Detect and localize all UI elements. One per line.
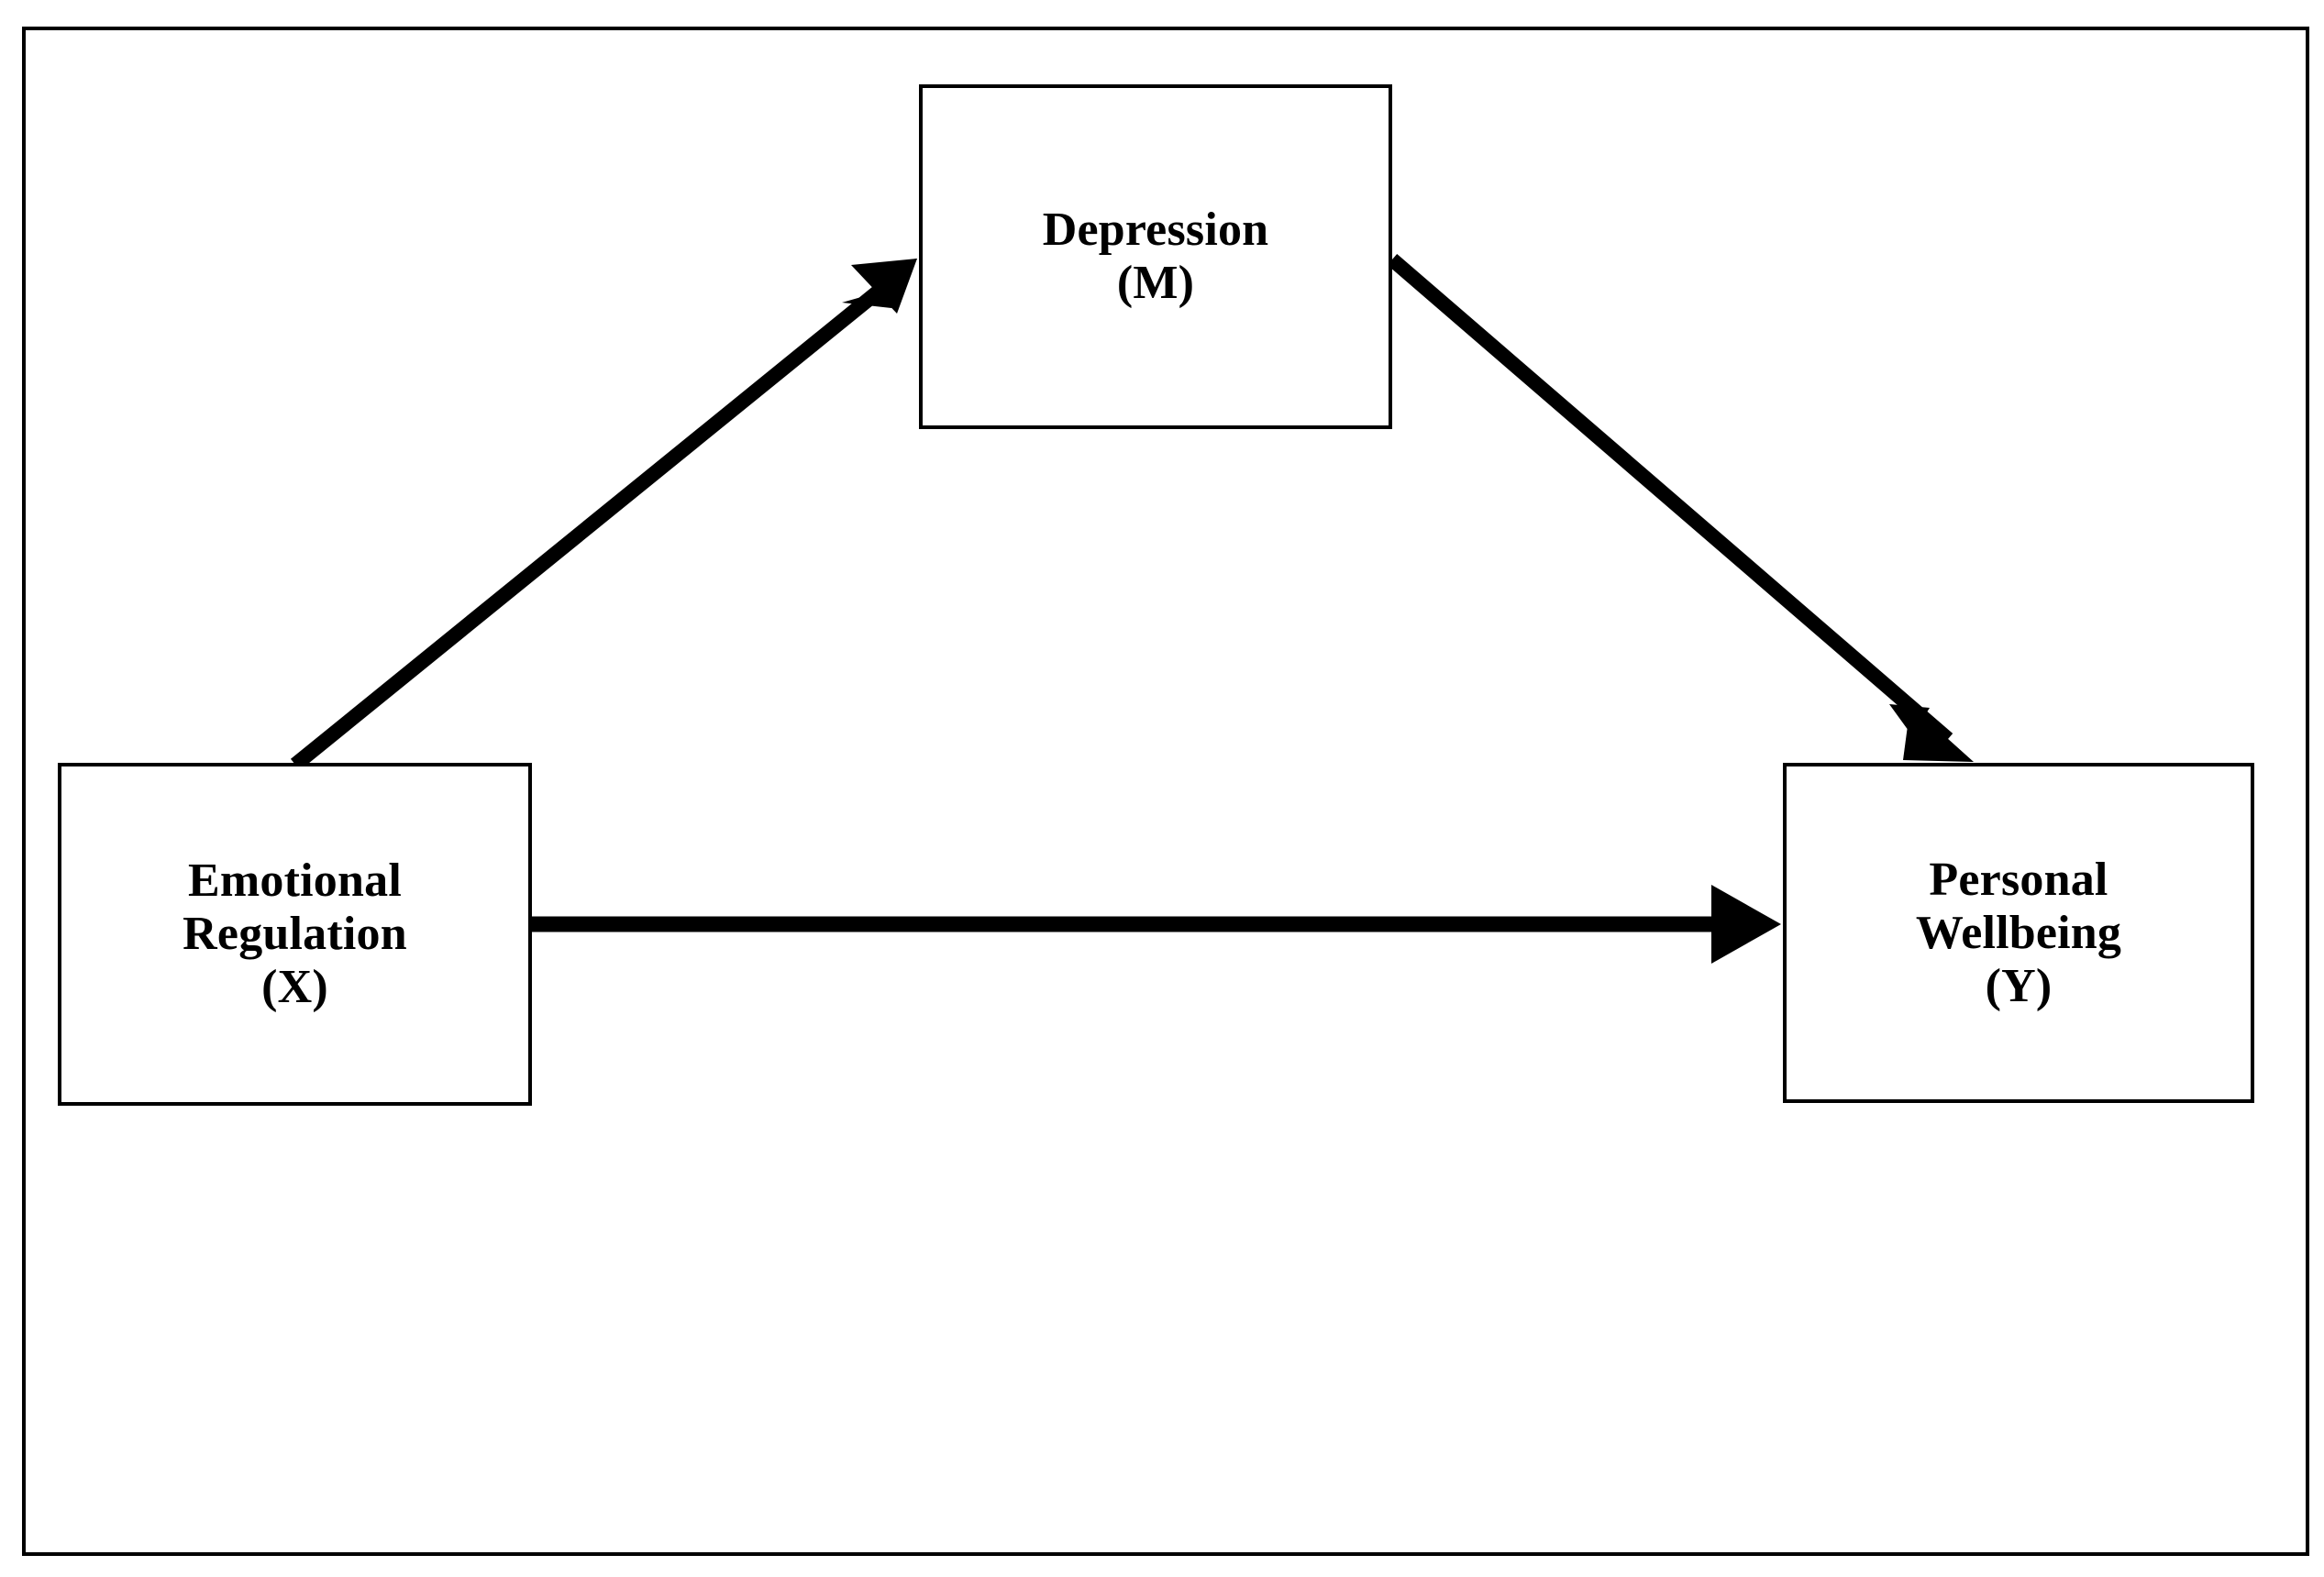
node-label-outcome: Personal Wellbeing (Y) [1915, 853, 2122, 1012]
node-box-outcome[interactable]: Personal Wellbeing (Y) [1783, 763, 2254, 1103]
node-box-predictor[interactable]: Emotional Regulation (X) [58, 763, 532, 1106]
node-label-predictor: Emotional Regulation (X) [183, 855, 407, 1013]
node-label-mediator: Depression (M) [1042, 204, 1269, 309]
node-box-mediator[interactable]: Depression (M) [919, 84, 1392, 429]
